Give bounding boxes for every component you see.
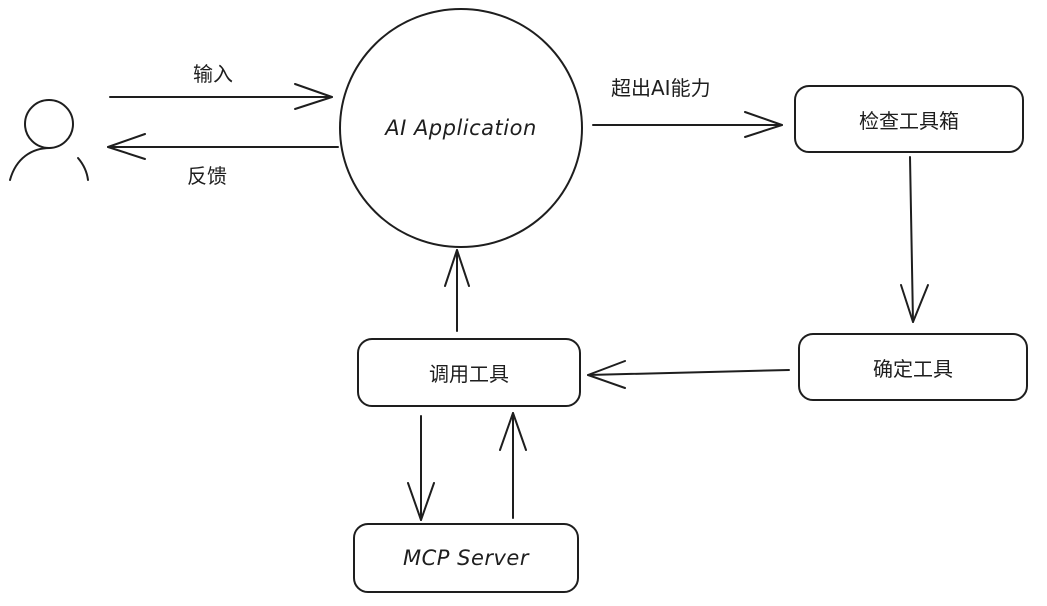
- feedback-label: 反馈: [187, 164, 227, 188]
- call-to-ai-arrow: [444, 249, 470, 332]
- feedback-arrow: [107, 133, 339, 160]
- check-toolbox-node: [794, 85, 1024, 153]
- ai-application-node: [339, 8, 583, 248]
- beyond-ai-arrow: [592, 111, 783, 138]
- toolbox-to-determine-arrow: [900, 156, 929, 323]
- user-icon: [9, 99, 89, 181]
- mcp-server-label: MCP Server: [403, 546, 529, 570]
- determine-tool-label: 确定工具: [873, 356, 953, 381]
- call-tool-label: 调用工具: [429, 362, 509, 386]
- input-label: 输入: [193, 62, 233, 86]
- determine-to-call-arrow: [587, 360, 790, 389]
- input-arrow: [109, 83, 333, 110]
- mcp-to-call-arrow: [499, 412, 527, 519]
- call-tool-node: [357, 338, 581, 407]
- beyond-ai-label: 超出AI能力: [611, 76, 711, 100]
- call-to-mcp-arrow: [407, 415, 435, 521]
- mcp-server-node: [353, 523, 579, 593]
- determine-tool-node: [798, 333, 1028, 401]
- ai-application-label: AI Application: [385, 116, 537, 140]
- check-toolbox-label: 检查工具箱: [859, 108, 959, 133]
